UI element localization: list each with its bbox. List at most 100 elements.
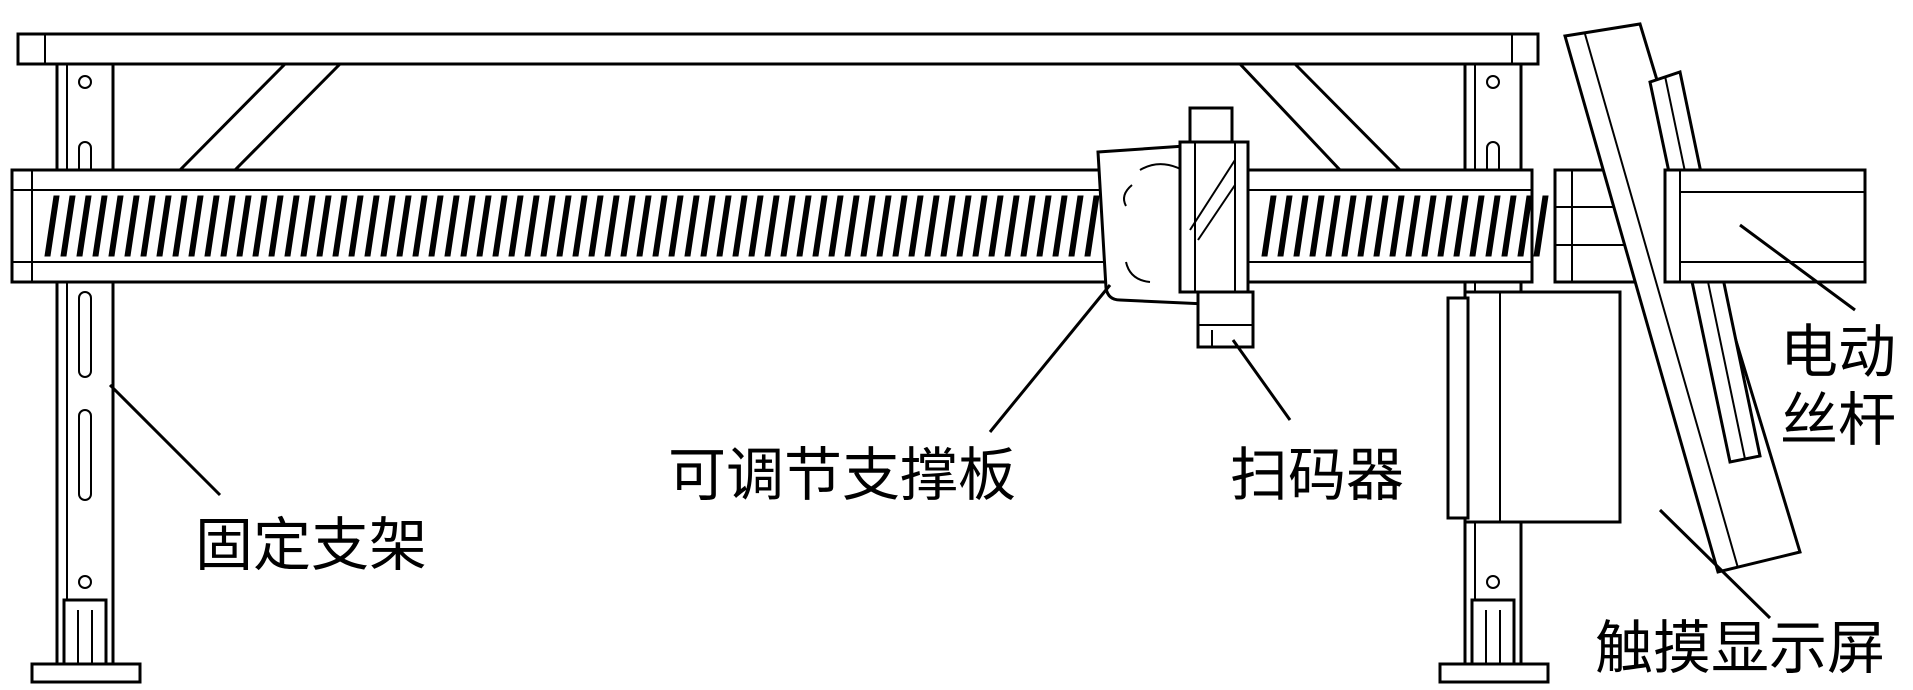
thread-tooth: [236, 195, 252, 257]
label-touch-screen: 触摸显示屏: [1595, 614, 1885, 682]
thread-tooth: [300, 195, 316, 257]
thread-tooth: [332, 195, 348, 257]
thread-tooth: [652, 195, 668, 257]
thread-tooth: [92, 195, 108, 257]
label-adjustable-plate: 可调节支撑板: [668, 441, 1016, 509]
thread-tooth: [1485, 195, 1501, 257]
thread-tooth: [604, 195, 620, 257]
thread-tooth: [956, 195, 972, 257]
thread-tooth: [492, 195, 508, 257]
left-leg: [30, 62, 142, 684]
thread-tooth: [812, 195, 828, 257]
top-plate: [16, 32, 1540, 66]
thread-tooth: [364, 195, 380, 257]
thread-tooth: [988, 195, 1004, 257]
thread-tooth: [1501, 195, 1517, 257]
leader-fixed-bracket: [108, 383, 222, 497]
label-electric-screw-line1: 电动: [1780, 318, 1896, 386]
thread-tooth: [1325, 195, 1341, 257]
screw-thread: [44, 195, 1549, 257]
thread-tooth: [764, 195, 780, 257]
thread-tooth: [668, 195, 684, 257]
thread-tooth: [924, 195, 940, 257]
thread-tooth: [412, 195, 428, 257]
thread-tooth: [1357, 195, 1373, 257]
thread-tooth: [972, 195, 988, 257]
thread-tooth: [348, 195, 364, 257]
thread-tooth: [524, 195, 540, 257]
thread-tooth: [188, 195, 204, 257]
thread-tooth: [1084, 195, 1100, 257]
thread-tooth: [620, 195, 636, 257]
thread-tooth: [1389, 195, 1405, 257]
thread-tooth: [940, 195, 956, 257]
thread-tooth: [204, 195, 220, 257]
thread-tooth: [1421, 195, 1437, 257]
electric-screw-motor: [1663, 168, 1867, 284]
thread-tooth: [1068, 195, 1084, 257]
thread-tooth: [1052, 195, 1068, 257]
thread-tooth: [1341, 195, 1357, 257]
thread-tooth: [828, 195, 844, 257]
thread-tooth: [572, 195, 588, 257]
thread-tooth: [508, 195, 524, 257]
thread-tooth: [460, 195, 476, 257]
thread-tooth: [1309, 195, 1325, 257]
thread-tooth: [1020, 195, 1036, 257]
thread-tooth: [124, 195, 140, 257]
thread-tooth: [444, 195, 460, 257]
thread-tooth: [220, 195, 236, 257]
thread-tooth: [1293, 195, 1309, 257]
thread-tooth: [44, 195, 60, 257]
thread-tooth: [1277, 195, 1293, 257]
leader-touch-screen: [1658, 508, 1772, 620]
thread-tooth: [588, 195, 604, 257]
thread-tooth: [1405, 195, 1421, 257]
thread-tooth: [1437, 195, 1453, 257]
thread-tooth: [1373, 195, 1389, 257]
thread-tooth: [860, 195, 876, 257]
thread-tooth: [700, 195, 716, 257]
thread-tooth: [556, 195, 572, 257]
thread-tooth: [60, 195, 76, 257]
thread-tooth: [636, 195, 652, 257]
thread-tooth: [540, 195, 556, 257]
thread-tooth: [156, 195, 172, 257]
thread-tooth: [876, 195, 892, 257]
thread-tooth: [732, 195, 748, 257]
thread-tooth: [780, 195, 796, 257]
leader-electric-screw: [1739, 223, 1856, 312]
thread-tooth: [748, 195, 764, 257]
thread-tooth: [716, 195, 732, 257]
thread-tooth: [284, 195, 300, 257]
thread-tooth: [396, 195, 412, 257]
thread-tooth: [380, 195, 396, 257]
leader-scanner: [1231, 339, 1292, 421]
leader-lines: [108, 223, 1856, 620]
electric-screw-rail: [10, 168, 1549, 284]
thread-tooth: [684, 195, 700, 257]
thread-tooth: [1261, 195, 1277, 257]
thread-tooth: [316, 195, 332, 257]
diagonal-braces: [178, 62, 1402, 172]
thread-tooth: [796, 195, 812, 257]
thread-tooth: [892, 195, 908, 257]
thread-tooth: [476, 195, 492, 257]
thread-tooth: [76, 195, 92, 257]
thread-tooth: [908, 195, 924, 257]
thread-tooth: [1036, 195, 1052, 257]
label-fixed-bracket: 固定支架: [195, 511, 427, 579]
label-electric-screw-line2: 丝杆: [1780, 386, 1896, 454]
thread-tooth: [268, 195, 284, 257]
thread-tooth: [252, 195, 268, 257]
thread-tooth: [844, 195, 860, 257]
thread-tooth: [1517, 195, 1533, 257]
thread-tooth: [1533, 195, 1549, 257]
thread-tooth: [172, 195, 188, 257]
thread-tooth: [1453, 195, 1469, 257]
thread-tooth: [1004, 195, 1020, 257]
thread-tooth: [1469, 195, 1485, 257]
scanner: [1178, 106, 1255, 349]
thread-tooth: [140, 195, 156, 257]
